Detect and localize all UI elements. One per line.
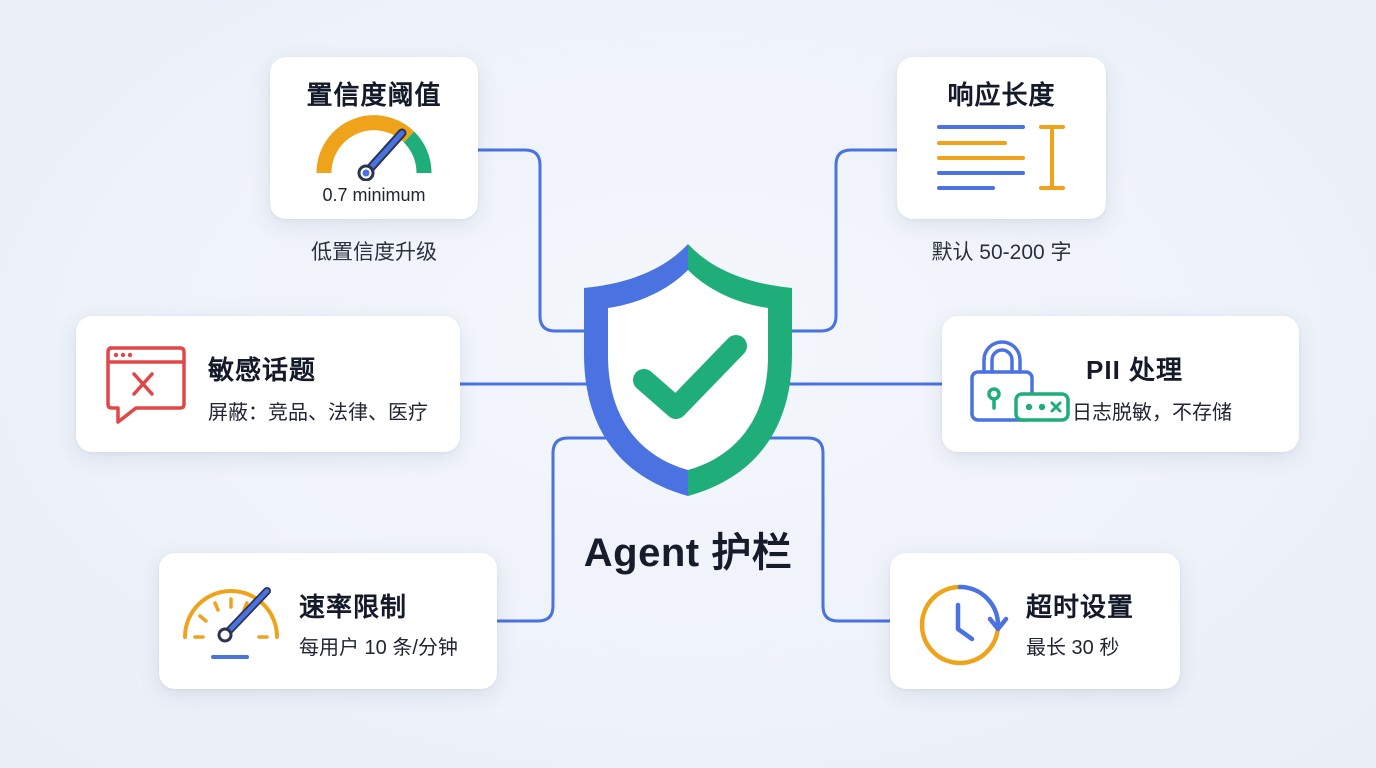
rate-limit-card: 速率限制 每用户 10 条/分钟 [159, 553, 497, 689]
response-length-title: 响应长度 [947, 80, 1056, 110]
confidence-threshold-card: 置信度阈值 0.7 minimum [270, 57, 478, 219]
rate-limit-title: 速率限制 [299, 592, 408, 622]
timeout-title: 超时设置 [1026, 592, 1135, 622]
sensitive-topics-desc: 屏蔽：竞品、法律、医疗 [208, 402, 428, 424]
pii-handling-desc: 日志脱敏，不存储 [1072, 402, 1232, 424]
padlock-icon [970, 340, 1070, 422]
connector-rate [495, 436, 614, 623]
gauge-icon [316, 115, 432, 181]
speedometer-icon [183, 587, 279, 659]
connector-timeout [762, 436, 892, 623]
timeout-desc: 最长 30 秒 [1026, 637, 1120, 659]
agent-guardrails-title: Agent 护栏 [583, 531, 793, 575]
shield-check-icon [584, 244, 792, 496]
clock-icon [919, 584, 1009, 666]
confidence-threshold-title: 置信度阈值 [306, 80, 442, 110]
confidence-threshold-value: 0.7 minimum [322, 185, 426, 205]
timeout-card: 超时设置 最长 30 秒 [890, 553, 1180, 689]
confidence-threshold-caption: 低置信度升级 [311, 241, 437, 264]
sensitive-topics-title: 敏感话题 [208, 355, 317, 385]
rate-limit-desc: 每用户 10 条/分钟 [299, 637, 458, 659]
pii-handling-title: PII 处理 [1086, 355, 1184, 385]
response-length-caption: 默认 50-200 字 [931, 241, 1072, 264]
connector-length [790, 148, 899, 333]
blocked-window-icon [106, 346, 186, 424]
pii-handling-card: PII 处理 日志脱敏，不存储 [942, 316, 1299, 452]
connector-confidence [476, 148, 587, 333]
text-lines-icon [937, 125, 1065, 190]
response-length-card: 响应长度 [897, 57, 1106, 219]
sensitive-topics-card: 敏感话题 屏蔽：竞品、法律、医疗 [76, 316, 460, 452]
